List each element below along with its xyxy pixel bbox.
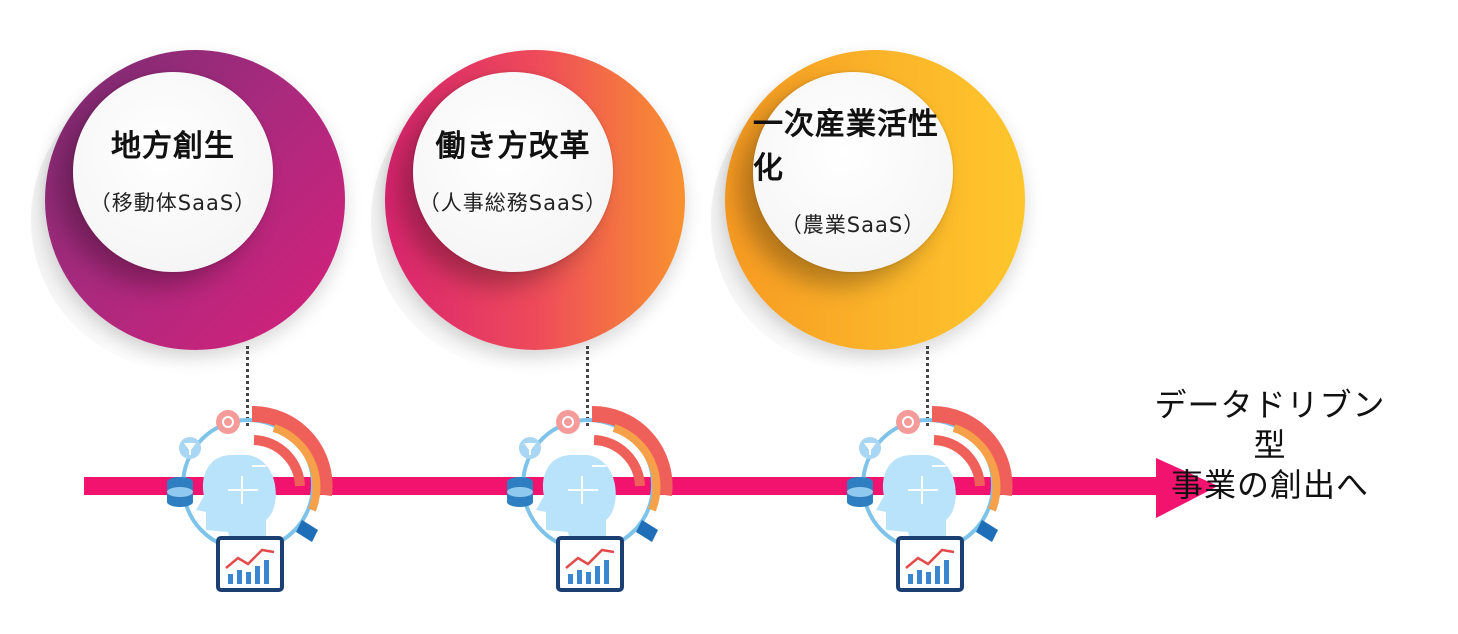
stage-3: 一次産業活性化 （農業SaaS） — [705, 0, 1045, 634]
dotted-connector — [246, 346, 249, 426]
disc-2: 働き方改革 （人事総務SaaS） — [413, 72, 613, 272]
dotted-connector — [586, 346, 589, 426]
stage-subtitle: （農業SaaS） — [780, 213, 926, 237]
disc-1: 地方創生 （移動体SaaS） — [73, 72, 273, 272]
stage-title: 一次産業活性化 — [753, 107, 939, 186]
analytics-head-icon — [507, 405, 673, 592]
analytics-head-icon — [847, 405, 1013, 592]
stage-title: 働き方改革 — [435, 129, 591, 164]
dotted-connector — [926, 346, 929, 426]
disc-3: 一次産業活性化 （農業SaaS） — [753, 72, 953, 272]
stage-1: 地方創生 （移動体SaaS） — [25, 0, 365, 634]
caption-line-2: 事業の創出へ — [1170, 466, 1369, 504]
stage-title: 地方創生 — [111, 129, 235, 164]
stage-2: 働き方改革 （人事総務SaaS） — [365, 0, 705, 634]
caption-line-1: データドリブン型 — [1154, 386, 1386, 464]
stage-subtitle: （移動体SaaS） — [89, 191, 257, 215]
stage-subtitle: （人事総務SaaS） — [418, 191, 608, 215]
analytics-head-icon — [167, 405, 333, 592]
outcome-caption: データドリブン型 事業の創出へ — [1140, 385, 1400, 505]
